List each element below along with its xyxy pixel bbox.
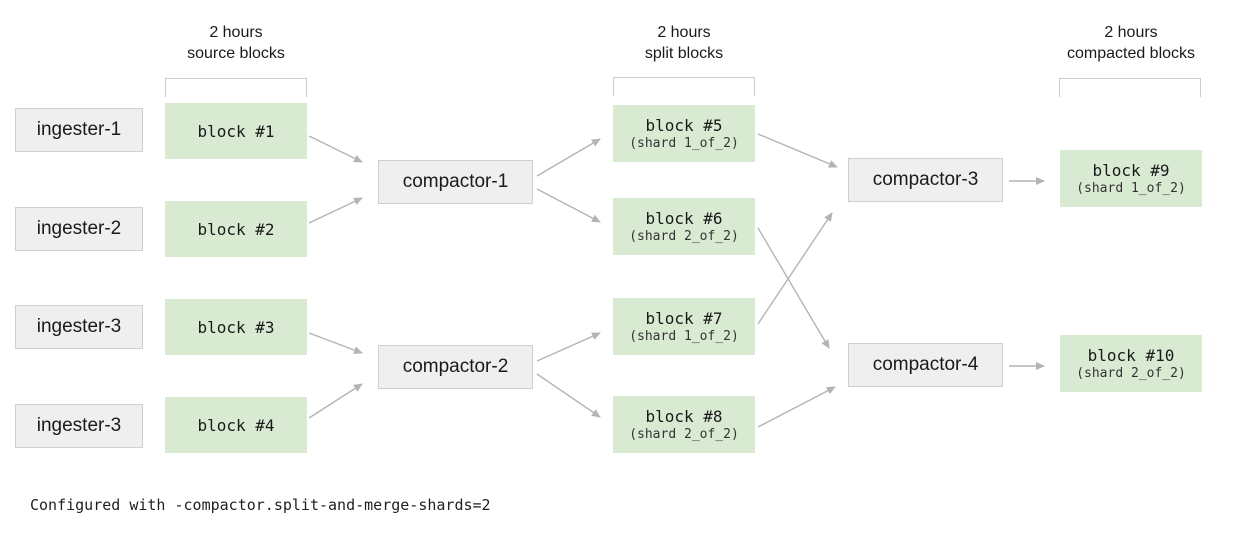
- block-shard-label: (shard 1_of_2): [629, 328, 739, 344]
- arrow-block-1-to-compactor-1: [308, 135, 363, 163]
- block-name: block #9: [1092, 160, 1170, 180]
- arrow-block-5-to-compactor-3: [757, 133, 838, 168]
- arrow-compactor-2-to-block-8: [536, 373, 601, 418]
- block-name: block #5: [645, 115, 723, 135]
- compactor-3-node: compactor-3: [848, 158, 1003, 202]
- block-5: block #5 (shard 1_of_2): [613, 105, 755, 162]
- arrow-block-6-to-compactor-4: [757, 227, 830, 349]
- split-blocks-bracket: [613, 77, 755, 96]
- arrow-block-4-to-compactor-2: [308, 383, 363, 419]
- block-1: block #1: [165, 103, 307, 159]
- header-line-1: 2 hours: [1104, 24, 1158, 41]
- block-name: block #6: [645, 208, 723, 228]
- block-name: block #8: [645, 406, 723, 426]
- compactor-1-node: compactor-1: [378, 160, 533, 204]
- compactor-4-node: compactor-4: [848, 343, 1003, 387]
- header-line-2: split blocks: [644, 45, 724, 62]
- block-3: block #3: [165, 299, 307, 355]
- configuration-caption: Configured with -compactor.split-and-mer…: [30, 496, 491, 514]
- arrow-compactor-1-to-block-6: [536, 188, 601, 223]
- arrow-block-7-to-compactor-3: [757, 212, 833, 325]
- block-4: block #4: [165, 397, 307, 453]
- block-shard-label: (shard 2_of_2): [629, 426, 739, 442]
- block-6: block #6 (shard 2_of_2): [613, 198, 755, 255]
- block-shard-label: (shard 2_of_2): [1076, 365, 1186, 381]
- header-line-1: 2 hours: [209, 24, 263, 41]
- arrow-block-8-to-compactor-4: [757, 386, 836, 428]
- ingester-3a-node: ingester-3: [15, 305, 143, 349]
- arrow-block-2-to-compactor-1: [308, 197, 363, 224]
- ingester-2-node: ingester-2: [15, 207, 143, 251]
- compactor-2-node: compactor-2: [378, 345, 533, 389]
- source-blocks-header: 2 hours source blocks: [136, 22, 336, 64]
- ingester-1-node: ingester-1: [15, 108, 143, 152]
- ingester-3b-node: ingester-3: [15, 404, 143, 448]
- arrow-block-3-to-compactor-2: [308, 332, 363, 354]
- header-line-2: source blocks: [187, 45, 285, 62]
- block-shard-label: (shard 2_of_2): [629, 228, 739, 244]
- block-name: block #10: [1087, 345, 1175, 365]
- block-8: block #8 (shard 2_of_2): [613, 396, 755, 453]
- block-name: block #7: [645, 308, 723, 328]
- header-line-1: 2 hours: [657, 24, 711, 41]
- compacted-blocks-header: 2 hours compacted blocks: [1031, 22, 1231, 64]
- compacted-blocks-bracket: [1059, 78, 1201, 97]
- arrow-compactor-1-to-block-5: [536, 138, 601, 177]
- block-7: block #7 (shard 1_of_2): [613, 298, 755, 355]
- block-10: block #10 (shard 2_of_2): [1060, 335, 1202, 392]
- arrow-compactor-2-to-block-7: [536, 332, 601, 362]
- block-9: block #9 (shard 1_of_2): [1060, 150, 1202, 207]
- split-blocks-header: 2 hours split blocks: [584, 22, 784, 64]
- block-shard-label: (shard 1_of_2): [1076, 180, 1186, 196]
- source-blocks-bracket: [165, 78, 307, 97]
- block-2: block #2: [165, 201, 307, 257]
- block-shard-label: (shard 1_of_2): [629, 135, 739, 151]
- header-line-2: compacted blocks: [1066, 45, 1196, 62]
